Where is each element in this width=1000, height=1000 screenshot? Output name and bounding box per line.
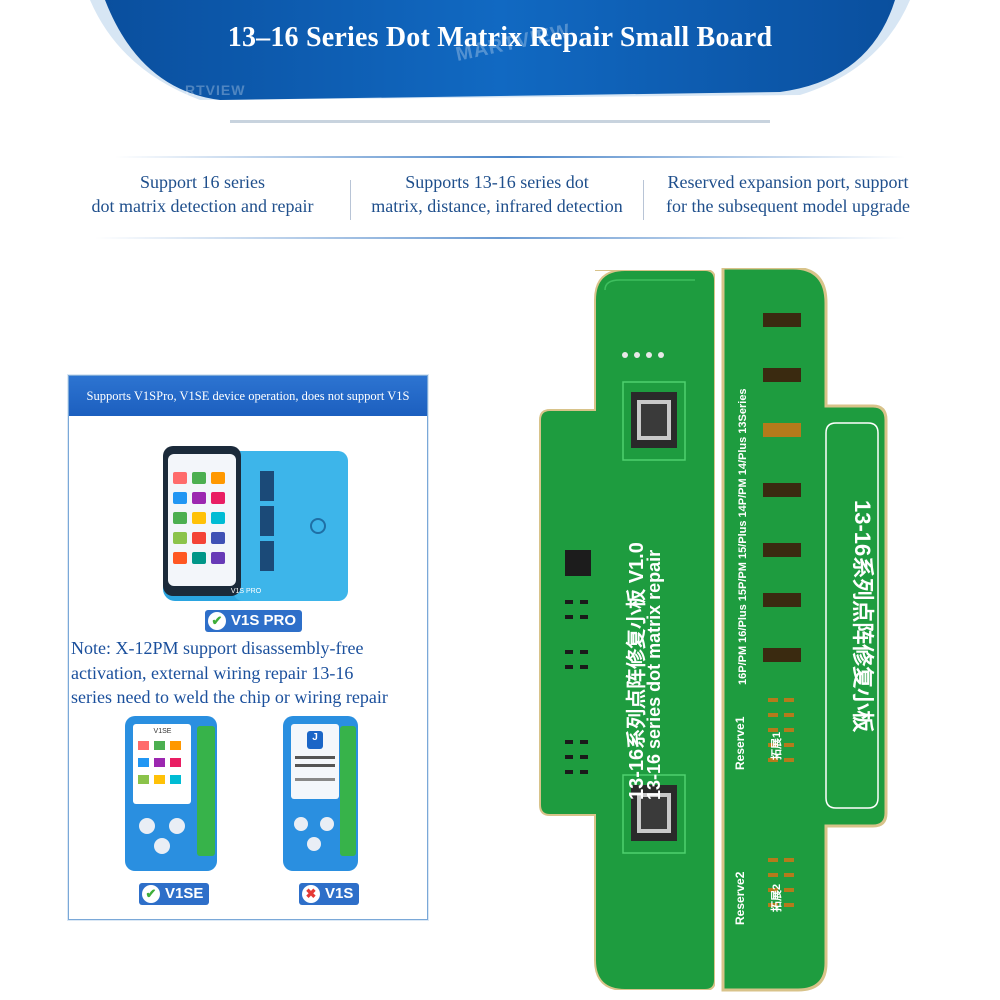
watermark: RTVIEW [185, 82, 246, 98]
pcb-board-right [721, 268, 888, 992]
compatibility-note: Note: X-12PM support disassembly-free ac… [71, 636, 427, 710]
divider [115, 156, 905, 158]
note-line: Note: X-12PM support disassembly-free [71, 638, 364, 658]
v1s-pro-badge: ✔ V1S PRO [205, 610, 303, 632]
cross-icon: ✖ [302, 885, 320, 903]
pcb-reserve1-label: Reserve1 [733, 716, 747, 770]
feature-line: Supports 13-16 series dot [405, 172, 589, 192]
pcb-model-list: 16P/PM 16/Plus 15P/PM 15/Plus 14P/PM 14/… [737, 388, 749, 685]
feature-line: matrix, distance, infrared detection [371, 196, 623, 216]
pcb-board-left [539, 270, 715, 990]
feature-item: Reserved expansion port, support for the… [648, 170, 928, 218]
header-banner: 13–16 Series Dot Matrix Repair Small Boa… [0, 0, 1000, 135]
note-line: series need to weld the chip or wiring r… [71, 687, 388, 707]
pcb-title-cn: 13-16系列点阵修复小板 [850, 500, 875, 733]
v1s-device-image [283, 716, 358, 871]
badge-label: V1S [325, 885, 354, 902]
check-icon: ✔ [208, 612, 226, 630]
feature-line: Support 16 series [140, 172, 265, 192]
note-line: activation, external wiring repair 13-16 [71, 662, 354, 683]
feature-line: for the subsequent model upgrade [666, 196, 910, 216]
badge-label: V1SE [165, 885, 204, 902]
pcb-expand2-label: 拓展2 [771, 883, 783, 912]
device-label: V1S PRO [230, 588, 262, 595]
check-icon: ✔ [142, 885, 160, 903]
divider [350, 180, 351, 220]
compatibility-panel: Supports V1SPro, V1SE device operation, … [68, 375, 428, 920]
device-logo: J [312, 732, 318, 743]
pcb-reserve2-label: Reserve2 [733, 871, 747, 925]
banner-shape [0, 0, 1000, 123]
pcb-silkscreen-subtitle: 13-16 series dot matrix repair [644, 549, 664, 800]
feature-line: dot matrix detection and repair [91, 196, 314, 216]
v1se-badge: ✔ V1SE [139, 883, 210, 905]
feature-item: Supports 13-16 series dot matrix, distan… [352, 170, 642, 218]
panel-header: Supports V1SPro, V1SE device operation, … [69, 376, 427, 416]
feature-list: Support 16 series dot matrix detection a… [60, 170, 950, 230]
divider [643, 180, 644, 220]
v1s-pro-device-image [163, 446, 348, 601]
feature-line: Reserved expansion port, support [667, 172, 909, 192]
divider [95, 237, 905, 239]
device-label: V1SE [153, 728, 172, 735]
v1s-badge: ✖ V1S [299, 883, 360, 905]
pcb-expand1-label: 拓展1 [771, 731, 783, 760]
page-title: 13–16 Series Dot Matrix Repair Small Boa… [227, 22, 773, 53]
feature-item: Support 16 series dot matrix detection a… [60, 170, 345, 218]
v1se-device-image [125, 716, 217, 871]
badge-label: V1S PRO [231, 612, 297, 629]
